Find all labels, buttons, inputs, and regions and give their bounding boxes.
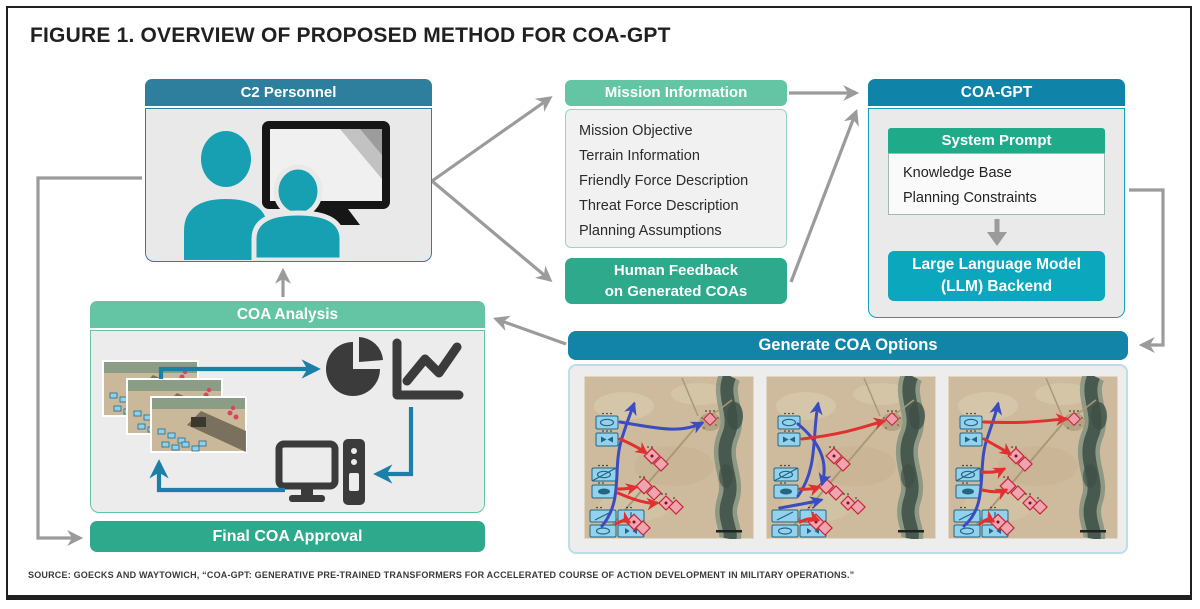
mission-information-box: Mission Information Mission Objective Te… (565, 80, 787, 248)
down-arrow-icon (869, 215, 1124, 251)
human-feedback-box: Human Feedback on Generated COAs (565, 258, 787, 304)
personnel-monitor-icon (183, 121, 390, 261)
arrow-c2-to-feedback (430, 179, 553, 283)
c2-personnel-header: C2 Personnel (145, 79, 432, 106)
coa-analysis-box: COA Analysis (90, 301, 485, 513)
system-prompt-item: Knowledge Base (903, 165, 1012, 181)
arrow-coagpt-to-generate (1129, 188, 1165, 353)
coa-analysis-header: COA Analysis (90, 301, 485, 328)
c2-personnel-body (145, 108, 432, 262)
generate-coa-options-header: Generate COA Options (568, 331, 1128, 360)
coa-option-map-3 (948, 376, 1118, 539)
c2-personnel-box: C2 Personnel (145, 79, 432, 262)
coa-gpt-body: System Prompt Knowledge Base Planning Co… (868, 108, 1125, 318)
system-prompt-body: Knowledge Base Planning Constraints (888, 153, 1105, 215)
simulation-maps-icon (102, 360, 247, 453)
arrow-feedback-to-coagpt (789, 109, 859, 283)
arrow-c2-to-approval (36, 176, 142, 546)
list-item: Terrain Information (579, 148, 700, 164)
arrow-generate-to-analysis (492, 315, 567, 346)
coa-analysis-graphic (102, 337, 464, 505)
generate-coa-options-body (568, 364, 1128, 554)
computer-icon (275, 439, 365, 505)
line-chart-icon (392, 338, 464, 400)
system-prompt-item: Planning Constraints (903, 190, 1037, 206)
list-item: Planning Assumptions (579, 223, 722, 239)
llm-backend-line1: Large Language Model (912, 256, 1081, 273)
coa-gpt-box: COA-GPT System Prompt Knowledge Base Pla… (868, 79, 1125, 318)
list-item: Mission Objective (579, 123, 693, 139)
arrow-c2-to-mission (431, 96, 553, 183)
llm-backend-box: Large Language Model (LLM) Backend (888, 251, 1105, 301)
mission-information-list: Mission Objective Terrain Information Fr… (566, 110, 786, 244)
human-feedback-line1: Human Feedback (613, 262, 739, 279)
list-item: Friendly Force Description (579, 173, 749, 189)
mission-information-body: Mission Objective Terrain Information Fr… (565, 109, 787, 248)
coa-gpt-header: COA-GPT (868, 79, 1125, 106)
list-item: Threat Force Description (579, 198, 739, 214)
system-prompt-header: System Prompt (888, 128, 1105, 153)
coa-option-map-1 (584, 376, 754, 539)
coa-analysis-body (90, 330, 485, 513)
llm-backend-line2: (LLM) Backend (940, 278, 1053, 295)
source-citation: SOURCE: GOECKS AND WAYTOWICH, “COA-GPT: … (28, 570, 855, 580)
figure-title: FIGURE 1. OVERVIEW OF PROPOSED METHOD FO… (30, 24, 671, 47)
final-coa-approval-bar: Final COA Approval (90, 521, 485, 552)
pie-chart-icon (326, 337, 383, 396)
mission-information-header: Mission Information (565, 80, 787, 106)
human-feedback-line2: on Generated COAs (604, 283, 748, 300)
analysis-cycle-arrows (149, 359, 414, 493)
coa-option-map-2 (766, 376, 936, 539)
